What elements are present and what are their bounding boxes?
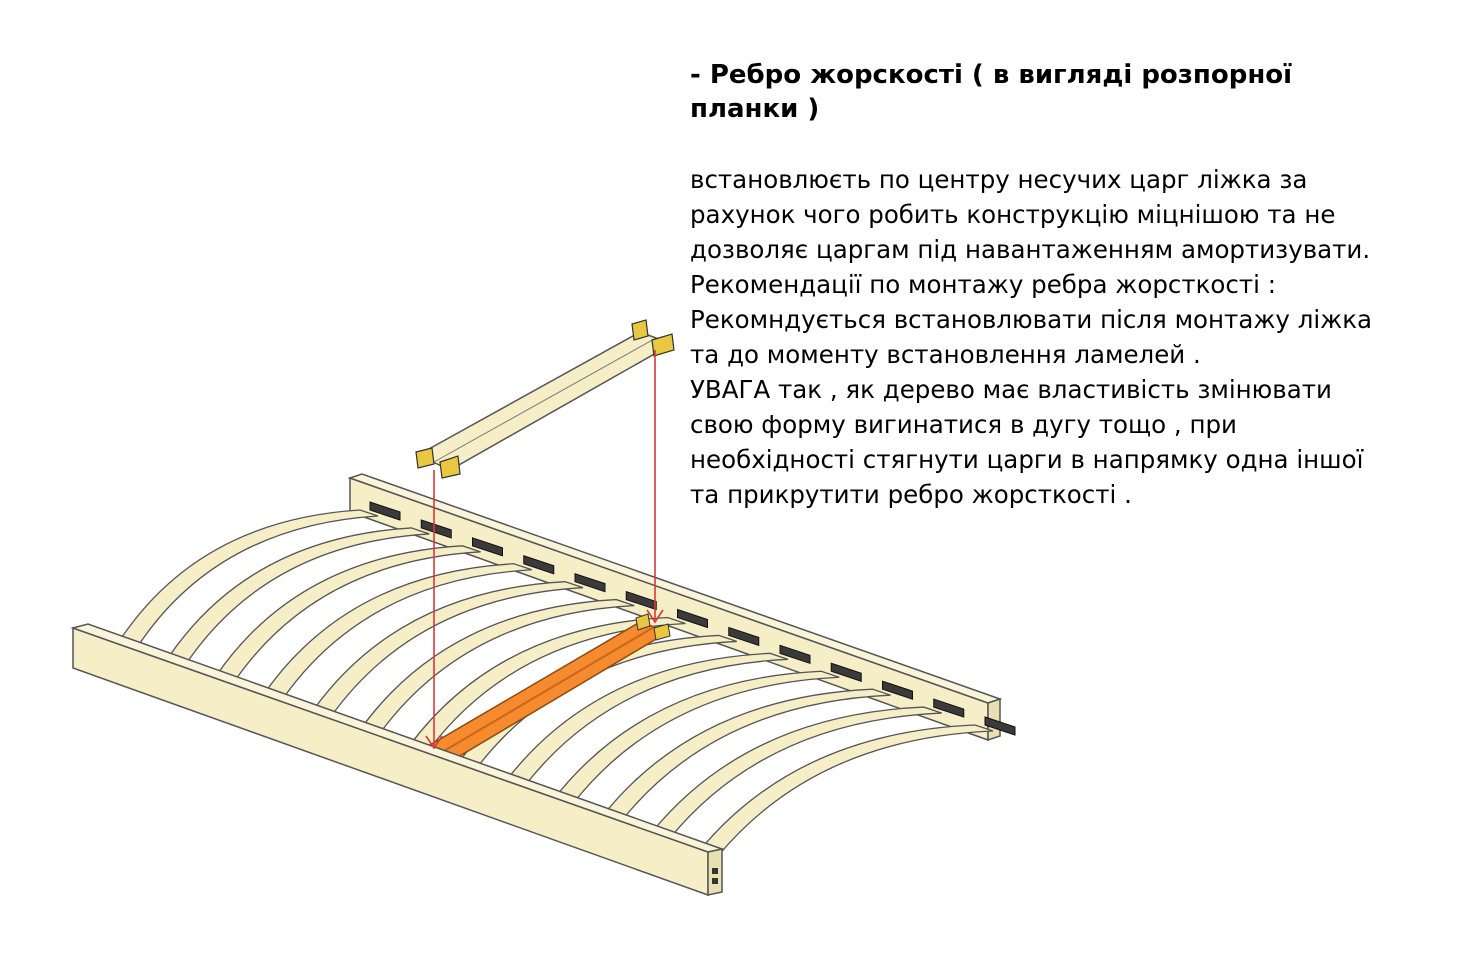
slat (408, 616, 686, 752)
slat (505, 652, 789, 787)
heading-line-2: планки ) (690, 94, 820, 124)
heading-line-1: - Ребро жорскості ( в вигляді розпорної (690, 60, 1293, 90)
stiffener-bar (415, 319, 675, 479)
slat-holder (420, 519, 452, 539)
slat-holder (574, 572, 606, 593)
placement-arrows (425, 350, 664, 750)
description-line-3: дозволяє царгам під навантаженням аморти… (690, 235, 1371, 264)
front-rail (70, 623, 725, 897)
slat (312, 581, 584, 717)
slat-holder (933, 698, 965, 718)
slat (215, 545, 481, 682)
slat (263, 563, 532, 700)
slat-holder (830, 662, 862, 682)
description: встановлюєть по центру несучих царг ліжк… (690, 162, 1450, 512)
slats-group (118, 501, 1016, 857)
slat (650, 706, 942, 840)
description-line-6: та до моменту встановлення ламелей . (690, 340, 1201, 369)
slat (698, 724, 994, 857)
slat-holder (625, 590, 657, 611)
description-line-9: необхідності стягнути царги в напрямку о… (690, 445, 1364, 474)
slat (118, 509, 379, 647)
heading: - Ребро жорскості ( в вигляді розпорної … (690, 58, 1430, 126)
slat-holder (677, 608, 708, 629)
description-line-10: та прикрутити ребро жорсткості . (690, 480, 1132, 509)
slat-holder (728, 626, 760, 647)
slat-holder (472, 537, 503, 557)
description-line-1: встановлюєть по центру несучих царг ліжк… (690, 165, 1308, 194)
slat-holder (779, 644, 811, 665)
description-line-4: Рекомендації по монтажу ребра жорсткості… (690, 270, 1276, 299)
description-line-7: УВАГА так , як дерево має властивість зм… (690, 375, 1332, 404)
slat-holder (984, 716, 1016, 736)
slat-holder (369, 501, 401, 521)
slat (167, 527, 430, 665)
description-line-8: свою форму вигинатися в дугу тощо , при (690, 410, 1237, 439)
slat (553, 670, 840, 805)
slat-holder (882, 680, 913, 700)
slat (602, 688, 891, 822)
description-line-2: рахунок чого робить конструкцію міцнішою… (690, 200, 1336, 229)
slat-holder (523, 555, 555, 575)
description-line-5: Рекомндується встановлювати після монтаж… (690, 305, 1373, 334)
